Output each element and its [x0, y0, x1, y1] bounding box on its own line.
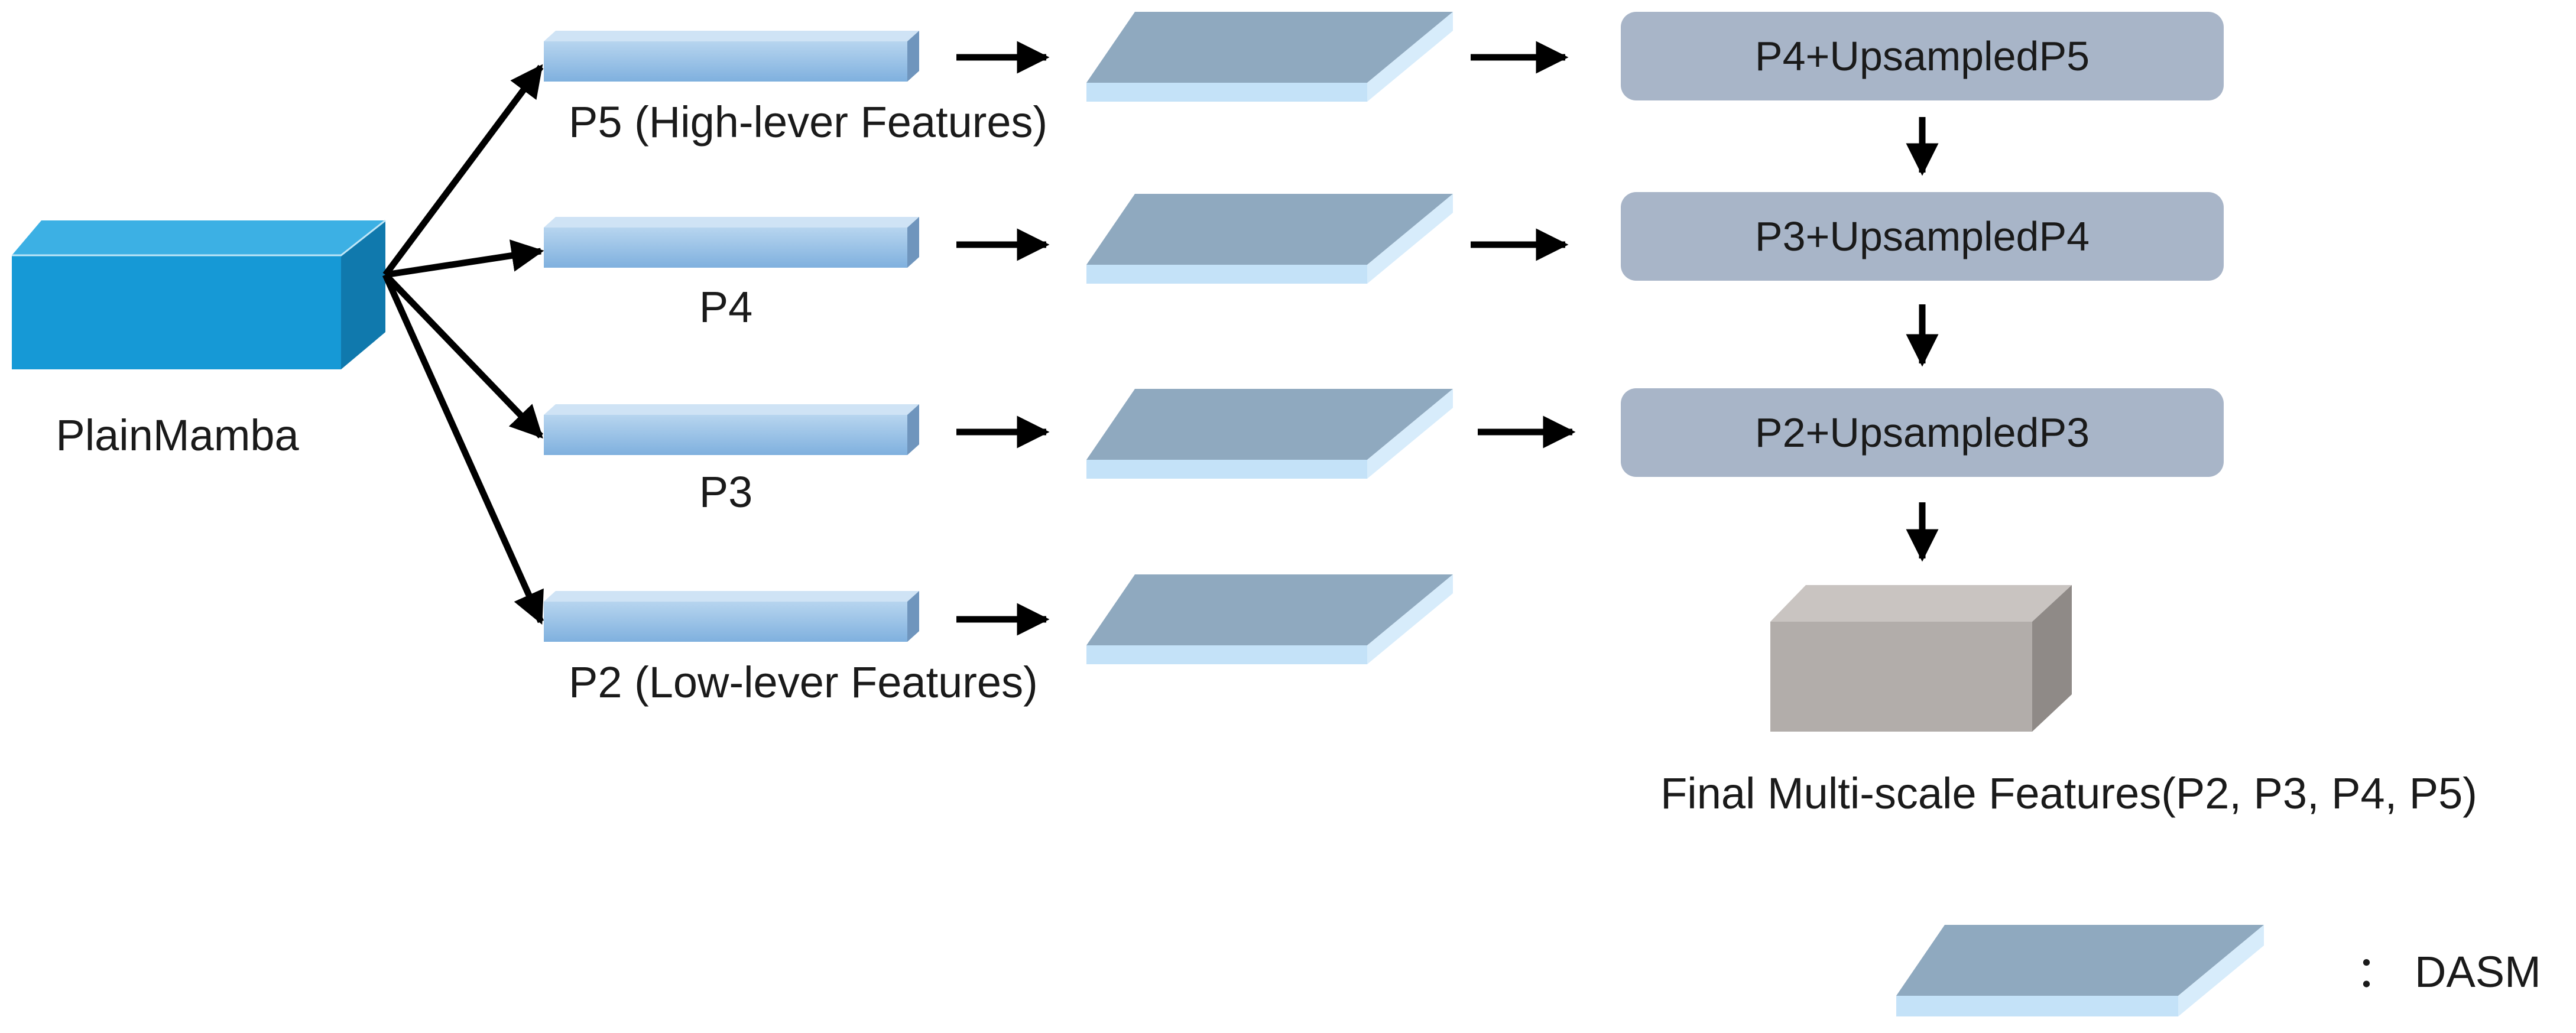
- fusion-box-bg: [1621, 192, 2224, 281]
- feature-bar-p4: [544, 217, 919, 268]
- level-label-p4: P4: [699, 282, 753, 332]
- dasm-top: [1086, 194, 1453, 265]
- backbone-arrows: [382, 64, 544, 625]
- feature-bar-front: [544, 228, 907, 268]
- fusion-label-p3-up4: P3+UpsampledP4: [1755, 213, 2090, 259]
- dasm-side: [1367, 574, 1453, 664]
- level-label-p5: P5 (High-lever Features): [569, 98, 1047, 147]
- backbone-top-face: [12, 220, 385, 255]
- arrow-backbone-p2: [382, 273, 544, 625]
- feature-bar-top: [544, 31, 919, 41]
- dasm-plate-p5: [1086, 12, 1453, 102]
- level-label-p2: P2 (Low-lever Features): [569, 658, 1038, 707]
- fusion-box-bg: [1621, 388, 2224, 477]
- dasm-front: [1896, 996, 2178, 1016]
- legend: ： DASM: [1896, 925, 2541, 1016]
- fusion-label-p2-up3: P2+UpsampledP3: [1755, 410, 2090, 456]
- dasm-side: [1367, 194, 1453, 284]
- feature-bar-side: [907, 217, 919, 268]
- feature-bar-p5: [544, 31, 919, 82]
- output-top-face: [1770, 585, 2072, 622]
- output-side-face: [2032, 585, 2072, 732]
- dasm-front: [1086, 83, 1367, 102]
- backbone-side-face: [341, 220, 385, 369]
- dasm-to-fusion-arrows: [1471, 41, 1576, 449]
- feature-bar-side: [907, 404, 919, 455]
- feature-bar-p3: [544, 404, 919, 455]
- dasm-front: [1086, 265, 1367, 284]
- legend-separator: ：: [2356, 947, 2399, 996]
- backbone-label: PlainMamba: [56, 411, 299, 460]
- output-front-face: [1770, 622, 2032, 732]
- feature-bar-top: [544, 591, 919, 602]
- feature-bar-side: [907, 31, 919, 82]
- arrow-backbone-p4: [385, 239, 544, 278]
- dasm-top: [1086, 389, 1453, 460]
- backbone-block: [12, 219, 386, 369]
- dasm-top: [1086, 574, 1453, 645]
- bar-to-dasm-arrows: [956, 41, 1050, 636]
- feature-bar-front: [544, 41, 907, 82]
- fusion-box-bg: [1621, 12, 2224, 100]
- dasm-front: [1086, 460, 1367, 479]
- dasm-front: [1086, 645, 1367, 664]
- dasm-plate-p4: [1086, 194, 1453, 284]
- feature-bar-p2: [544, 591, 919, 642]
- backbone-front-face: [12, 255, 341, 369]
- dasm-side: [2178, 925, 2264, 1016]
- arrow-backbone-p5: [382, 64, 544, 277]
- arrow-backbone-p3: [383, 272, 543, 438]
- level-label-p3: P3: [699, 467, 753, 516]
- legend-label: DASM: [2415, 947, 2541, 996]
- feature-bar-top: [544, 217, 919, 228]
- dasm-plate-p2: [1086, 574, 1453, 664]
- output-label: Final Multi-scale Features(P2, P3, P4, P…: [1660, 769, 2477, 818]
- dasm-side: [1367, 12, 1453, 102]
- backbone-edge: [12, 219, 386, 256]
- dasm-top: [1896, 925, 2264, 996]
- output-block: [1770, 585, 2072, 732]
- fusion-box-p2-up3: P2+UpsampledP3: [1621, 388, 2224, 477]
- dasm-side: [1367, 389, 1453, 479]
- feature-bar-side: [907, 591, 919, 642]
- fusion-box-p4-up5: P4+UpsampledP5: [1621, 12, 2224, 100]
- feature-bar-top: [544, 404, 919, 415]
- fusion-label-p4-up5: P4+UpsampledP5: [1755, 33, 2090, 79]
- legend-dasm-icon: [1896, 925, 2264, 1016]
- feature-bar-front: [544, 415, 907, 455]
- fusion-box-p3-up4: P3+UpsampledP4: [1621, 192, 2224, 281]
- dasm-top: [1086, 12, 1453, 83]
- feature-bar-front: [544, 602, 907, 642]
- dasm-plate-p3: [1086, 389, 1453, 479]
